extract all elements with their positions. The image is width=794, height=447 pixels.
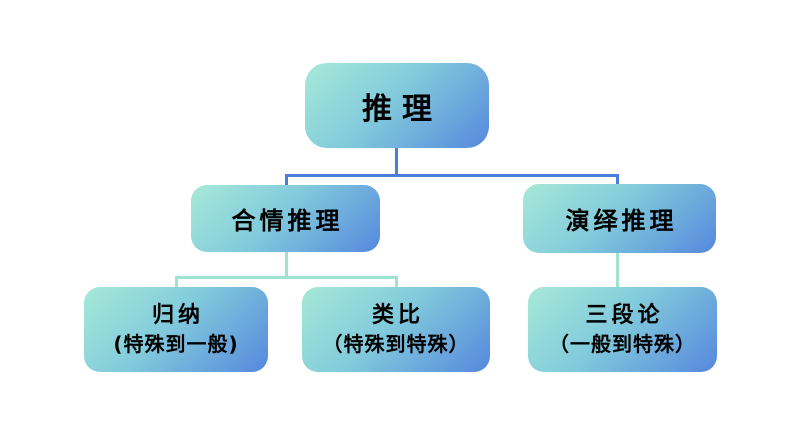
node-reasoning: 推理 bbox=[305, 63, 489, 148]
node-reasoning-label: 推理 bbox=[362, 91, 442, 127]
node-syllogism: 三段论 （一般到特殊） bbox=[528, 287, 717, 372]
node-deductive-reasoning: 演绎推理 bbox=[523, 184, 716, 253]
connector-level2-right-drop bbox=[616, 174, 619, 187]
connector-level3-horizontal bbox=[175, 276, 398, 279]
connector-plausible-vertical bbox=[285, 252, 288, 279]
node-plausible-reasoning-label: 合情推理 bbox=[231, 207, 344, 235]
node-analogy-label: 类比 bbox=[371, 302, 424, 328]
connector-level2-horizontal bbox=[285, 174, 619, 177]
connector-root-vertical bbox=[395, 148, 398, 176]
node-analogy-note: （特殊到特殊） bbox=[322, 332, 470, 357]
connector-level2-left-drop bbox=[285, 174, 288, 187]
connector-deductive-vertical bbox=[616, 253, 619, 287]
connector-level3-left-drop bbox=[175, 276, 178, 289]
node-induction-label: 归纳 bbox=[151, 302, 204, 328]
node-induction-note: (特殊到一般) bbox=[113, 332, 239, 357]
node-syllogism-note: （一般到特殊） bbox=[549, 332, 696, 357]
node-deductive-reasoning-label: 演绎推理 bbox=[565, 207, 678, 235]
node-analogy: 类比 （特殊到特殊） bbox=[302, 287, 490, 372]
node-induction: 归纳 (特殊到一般) bbox=[84, 287, 268, 372]
node-plausible-reasoning: 合情推理 bbox=[191, 185, 380, 252]
node-syllogism-label: 三段论 bbox=[585, 302, 664, 328]
connector-level3-right-drop bbox=[395, 276, 398, 289]
